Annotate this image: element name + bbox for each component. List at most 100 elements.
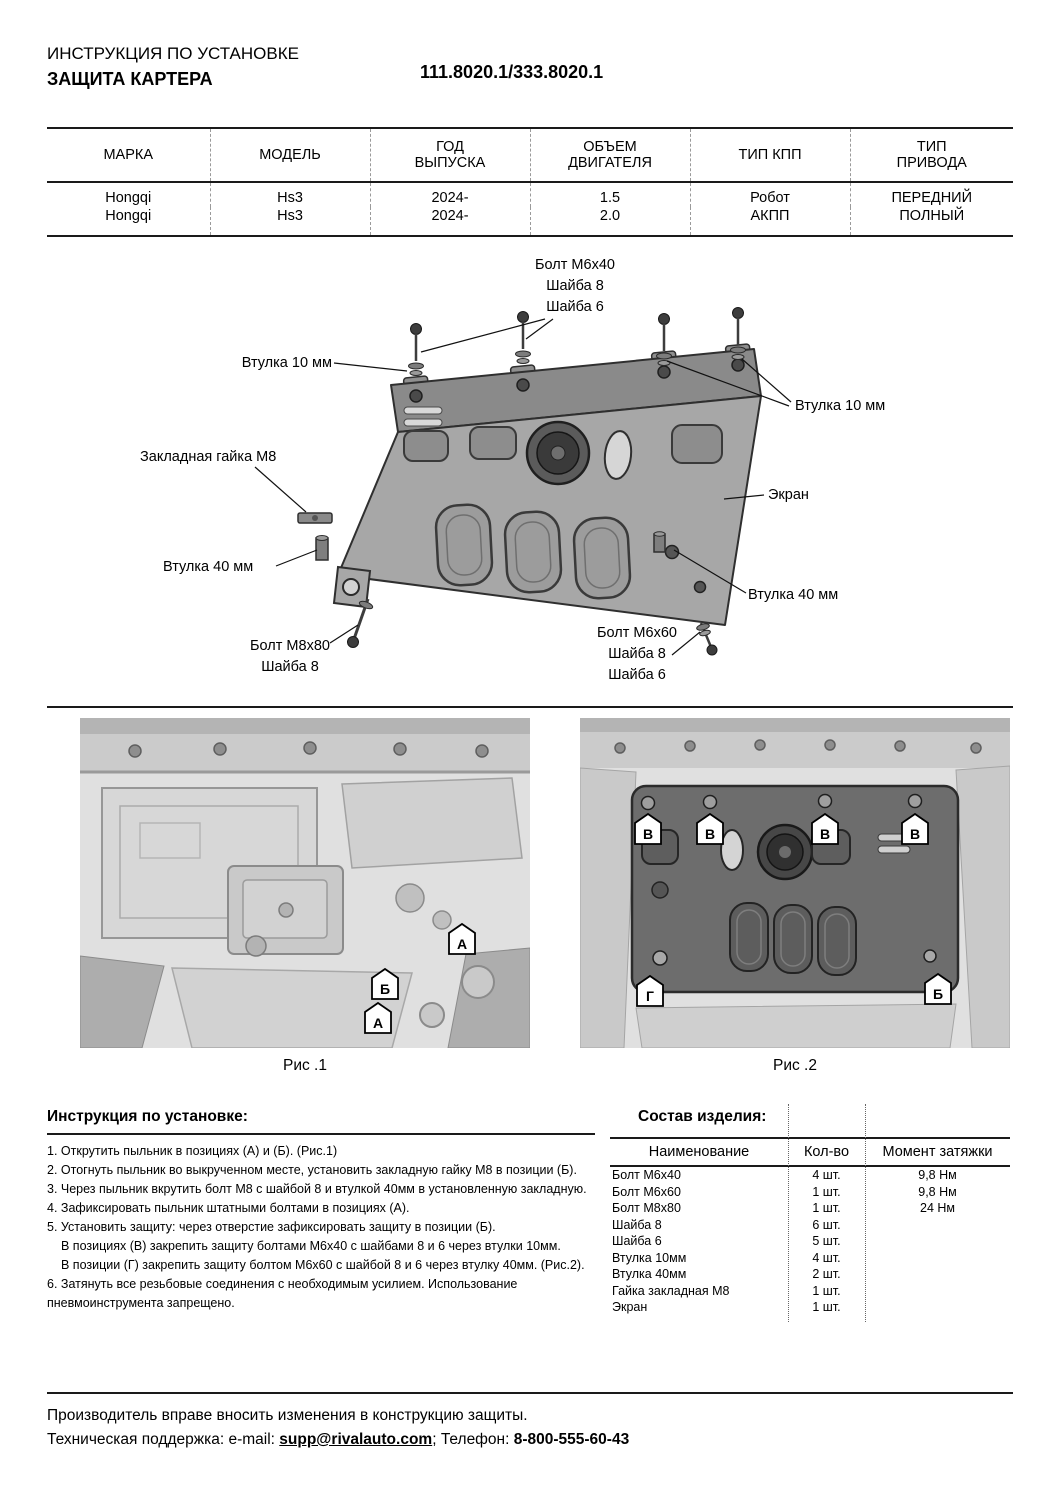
part-torque <box>865 1299 1010 1316</box>
col-header-year: ГОД ВЫПУСКА <box>370 128 531 183</box>
instruction-step: В позиции (Г) закрепить защиту болтом М6… <box>61 1258 585 1272</box>
callout-bolt-m8x80-line2: Шайба 8 <box>261 659 319 675</box>
instruction-step: 6. Затянуть все резьбовые соединения с н… <box>47 1277 518 1291</box>
part-torque: 24 Нм <box>920 1201 955 1215</box>
part-qty: 1 шт. <box>812 1184 841 1199</box>
part-name: Экран <box>612 1300 648 1314</box>
cell-gearbox: АКПП <box>690 207 851 236</box>
marker-letter: В <box>643 826 653 842</box>
col-header-model: МОДЕЛЬ <box>210 128 371 183</box>
marker-letter: А <box>373 1015 383 1031</box>
footer-disclaimer: Производитель вправе вносить изменения в… <box>47 1407 528 1424</box>
part-torque <box>865 1283 1010 1300</box>
part-qty: 6 шт. <box>812 1217 841 1232</box>
figure-2: В В В В Г Б <box>579 718 1011 1053</box>
parts-col-name: Наименование <box>648 1144 750 1160</box>
col-header-engine: ОБЪЕМ ДВИГАТЕЛЯ <box>530 128 691 183</box>
support-phone: 8-800-555-60-43 <box>513 1431 630 1448</box>
cell-model: Hs3 <box>210 182 371 207</box>
doc-title: ИНСТРУКЦИЯ ПО УСТАНОВКЕ <box>47 44 299 63</box>
parts-column-divider <box>788 1104 789 1322</box>
parts-column-divider <box>865 1104 866 1322</box>
position-marker-V: В <box>811 812 839 845</box>
parts-row: Шайба 8 6 шт. <box>610 1217 1010 1234</box>
footer: Производитель вправе вносить изменения в… <box>47 1392 1013 1455</box>
parts-row: Втулка 40мм 2 шт. <box>610 1266 1010 1283</box>
callout-sleeve10-left: Втулка 10 мм <box>241 355 332 371</box>
support-middle-label: ; Телефон: <box>432 1431 514 1448</box>
part-qty: 1 шт. <box>812 1201 841 1215</box>
frame-bolts <box>614 739 982 754</box>
parts-row: Шайба 6 5 шт. <box>610 1233 1010 1250</box>
callout-sleeve40-left: Втулка 40 мм <box>163 559 254 575</box>
part-name: Болт М6х40 <box>612 1168 681 1182</box>
col-header-gearbox-label: ТИП КПП <box>738 147 802 163</box>
parts-header-row: Наименование Кол-во Момент затяжки <box>610 1137 1010 1167</box>
section-divider <box>47 706 1013 708</box>
sleeve-40-icon <box>653 531 666 553</box>
bolt-m6x40-icon <box>730 307 746 360</box>
instruction-step: 2. Отогнуть пыльник во выкрученном месте… <box>47 1163 577 1177</box>
support-email-link[interactable]: supp@rivalauto.com <box>279 1431 433 1448</box>
part-name: Болт М8х80 <box>612 1201 681 1215</box>
vehicle-table: МАРКА МОДЕЛЬ ГОД ВЫПУСКА ОБЪЕМ ДВИГАТЕЛЯ… <box>47 127 1013 237</box>
position-marker-V: В <box>634 812 662 845</box>
instruction-step: 1. Открутить пыльник в позициях (А) и (Б… <box>47 1144 338 1158</box>
figure-1: А Б А <box>79 718 531 1053</box>
instruction-step: 3. Через пыльник вкрутить болт М8 с шайб… <box>47 1182 587 1196</box>
parts-row: Болт М8х80 1 шт. 24 Нм <box>610 1200 1010 1217</box>
vehicle-row: Hongqi Hs3 2024- 2.0 АКПП ПОЛНЫЙ <box>47 207 1013 236</box>
parts-list: Состав изделия: Наименование Кол-во Моме… <box>610 1104 1010 1322</box>
parts-row: Экран 1 шт. <box>610 1299 1010 1316</box>
part-name: Шайба 8 <box>612 1217 662 1232</box>
parts-table: Наименование Кол-во Момент затяжки Болт … <box>610 1137 1010 1316</box>
callout-top-bolt-line1: Болт М6х40 <box>535 257 615 273</box>
callout-bolt-m6x60-line3: Шайба 6 <box>608 667 666 683</box>
callout-bolt-m6x60: Болт М6х60 Шайба 8 Шайба 6 <box>572 623 702 686</box>
bolt-m6x60-icon <box>696 622 718 656</box>
header-title-block: ИНСТРУКЦИЯ ПО УСТАНОВКЕ ЗАЩИТА КАРТЕРА <box>47 44 299 90</box>
parts-row: Втулка 10мм 4 шт. <box>610 1250 1010 1267</box>
bolt-m6x40-icon <box>656 313 672 366</box>
col-header-year-label: ГОД ВЫПУСКА <box>414 139 486 171</box>
figure1-caption: Рис .1 <box>283 1057 327 1074</box>
figure2-caption: Рис .2 <box>773 1057 817 1074</box>
parts-row: Гайка закладная М8 1 шт. <box>610 1283 1010 1300</box>
vehicle-table-header-row: МАРКА МОДЕЛЬ ГОД ВЫПУСКА ОБЪЕМ ДВИГАТЕЛЯ… <box>47 128 1013 183</box>
part-qty: 5 шт. <box>812 1234 841 1248</box>
position-marker-A: А <box>448 922 476 955</box>
position-marker-B: Б <box>924 972 952 1005</box>
part-numbers: 111.8020.1/333.8020.1 <box>420 62 604 82</box>
position-marker-B: Б <box>371 967 399 1000</box>
marker-letter: В <box>705 826 715 842</box>
sleeve-40-icon <box>315 535 329 561</box>
cell-model: Hs3 <box>210 207 371 236</box>
instructions-divider <box>47 1133 595 1135</box>
exploded-diagram: Болт М6х40 Шайба 8 Шайба 6 Втулка 10 мм … <box>0 255 1061 705</box>
col-header-brand-label: МАРКА <box>103 147 154 163</box>
marker-letter: В <box>820 826 830 842</box>
part-name: Шайба 6 <box>612 1234 662 1248</box>
cell-drive: ПЕРЕДНИЙ <box>891 190 973 206</box>
col-header-drive-label: ТИП ПРИВОДА <box>896 139 967 171</box>
part-name: Болт М6х60 <box>612 1184 681 1199</box>
embedded-nut-icon <box>297 512 333 524</box>
surrounding-artwork <box>579 765 1011 1049</box>
bolt-m6x40-icon <box>408 323 424 376</box>
marker-letter: Б <box>933 986 943 1002</box>
cell-brand: Hongqi <box>47 182 211 207</box>
part-torque <box>865 1250 1010 1267</box>
marker-letter: Г <box>646 988 654 1004</box>
cell-brand: Hongqi <box>47 207 211 236</box>
parts-title: Состав изделия: <box>638 1108 767 1125</box>
position-marker-A: А <box>364 1001 392 1034</box>
col-header-gearbox: ТИП КПП <box>690 128 851 183</box>
footer-support: Техническая поддержка: e-mail: supp@riva… <box>47 1431 1013 1449</box>
parts-row: Болт М6х60 1 шт. 9,8 Нм <box>610 1184 1010 1201</box>
part-torque: 9,8 Нм <box>918 1168 957 1182</box>
position-marker-V: В <box>696 812 724 845</box>
part-name: Втулка 10мм <box>612 1250 687 1265</box>
vehicle-row: Hongqi Hs3 2024- 1.5 Робот ПЕРЕДНИЙ <box>47 182 1013 207</box>
part-qty: 4 шт. <box>812 1250 841 1265</box>
cell-year: 2024- <box>370 182 531 207</box>
